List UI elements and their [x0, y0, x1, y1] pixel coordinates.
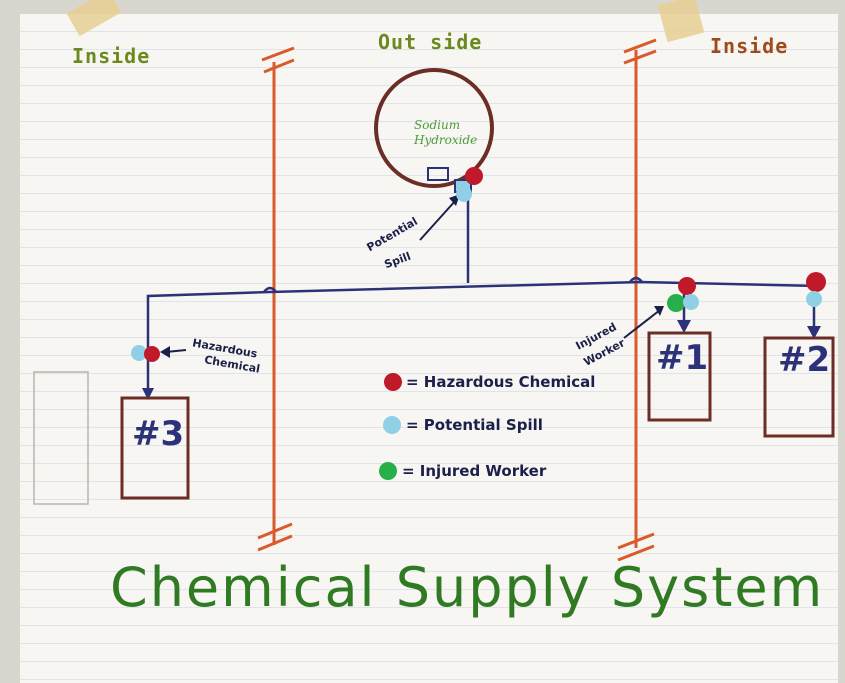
tank-label-line2: Hydroxide — [414, 133, 478, 147]
legend-hazard-dot — [384, 373, 402, 391]
right-wall-hatch-bot-2 — [617, 544, 655, 562]
legend-spill: = Potential Spill — [406, 416, 543, 434]
arrow-3 — [142, 388, 154, 400]
injured-dot-1 — [667, 294, 685, 312]
station-2-box — [763, 336, 835, 438]
left-wall-hatch-top-1 — [261, 46, 295, 62]
station-1-number: #1 — [656, 338, 709, 378]
hazard-dot-1 — [678, 277, 696, 295]
ghost-box — [33, 371, 89, 505]
station-2-number: #2 — [778, 340, 831, 380]
legend-spill-dot — [383, 416, 401, 434]
sodium-hydroxide-tank — [374, 68, 494, 188]
station-3-number: #3 — [132, 414, 185, 454]
left-wall-hatch-bot-1 — [257, 522, 293, 540]
spill-dot-3 — [131, 345, 147, 361]
header-pipe — [146, 280, 821, 300]
hazard-dot-tank — [465, 167, 483, 185]
header-inside-left: Inside — [72, 44, 151, 68]
hazard-dot-2 — [806, 272, 826, 292]
pipe-crossover-left — [263, 286, 277, 293]
right-wall-hatch-bot-1 — [617, 532, 655, 550]
tank-label-line1: Sodium — [414, 118, 461, 132]
station-3-box — [120, 396, 190, 500]
injured-arrow — [623, 309, 661, 339]
right-wall-hatch-top-1 — [623, 38, 657, 54]
header-outside: Out side — [378, 30, 483, 54]
injured-arrowhead — [654, 306, 664, 316]
arrow-1 — [677, 320, 691, 333]
paper-sheet — [20, 14, 838, 683]
legend-injured: = Injured Worker — [402, 462, 547, 480]
arrow-2 — [807, 326, 821, 339]
tank-valve — [427, 167, 449, 181]
spill-dot-tank — [456, 186, 472, 202]
left-wall-hatch-top-2 — [263, 58, 295, 74]
legend-hazardous: = Hazardous Chemical — [406, 373, 596, 391]
legend-injured-dot — [379, 462, 397, 480]
station-1-box — [647, 331, 712, 422]
diagram-title: Chemical Supply System — [110, 556, 825, 619]
right-wall-hatch-top-2 — [623, 49, 657, 65]
pipe-crossover-right — [629, 276, 643, 283]
spill-arrow — [419, 199, 457, 241]
hazard-dot-3 — [144, 346, 160, 362]
hazard-arrowhead — [160, 346, 170, 358]
spill-dot-1 — [683, 294, 699, 310]
left-wall-hatch-bot-2 — [257, 534, 293, 552]
header-inside-right: Inside — [710, 34, 789, 58]
spill-dot-2 — [806, 291, 822, 307]
